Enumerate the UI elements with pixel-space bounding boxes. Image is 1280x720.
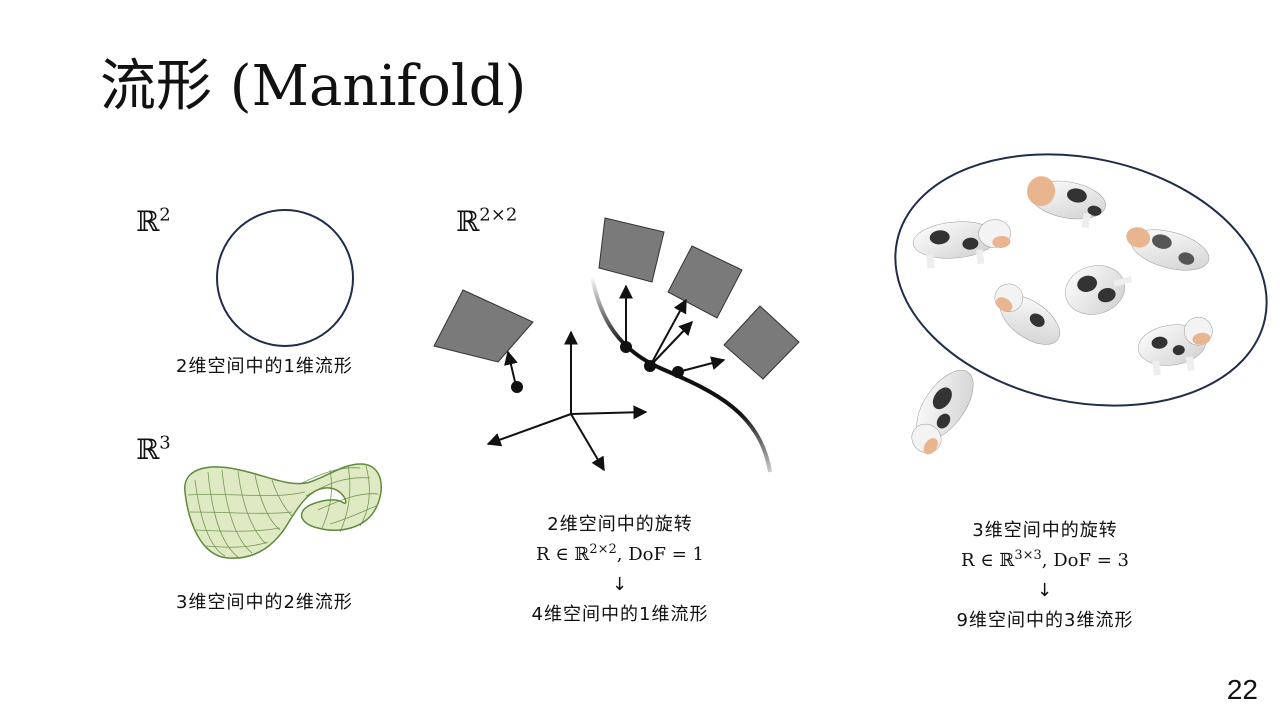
space-label-r2x2: ℝ2×2 xyxy=(456,204,518,238)
rotation-manifold-curve xyxy=(590,275,772,473)
caption-rotation-2d-line4: 4维空间中的1维流形 xyxy=(531,604,709,625)
cow-5 xyxy=(994,283,1060,345)
square-top-2 xyxy=(667,245,743,319)
space-label-r2: ℝ2 xyxy=(136,204,171,238)
caption-rotation-3d-line1: 3维空间中的旋转 xyxy=(972,520,1118,541)
cow-6 xyxy=(1137,316,1213,376)
cow-3 xyxy=(1126,227,1210,271)
caption-rotation-3d-line2: R ∈ ℝ3×3, DoF = 3 xyxy=(961,548,1129,571)
caption-rotation-3d-line4: 9维空间中的3维流形 xyxy=(956,610,1134,631)
point-left xyxy=(511,381,523,393)
arrow-square-left xyxy=(504,350,518,387)
arrow-tangent-4 xyxy=(677,356,726,373)
square-top-3 xyxy=(723,305,800,380)
space-label-r3: ℝ3 xyxy=(136,432,171,466)
circle-manifold xyxy=(216,209,354,347)
coordinate-axes xyxy=(486,330,648,472)
caption-rotation-2d: 2维空间中的旋转 R ∈ ℝ2×2, DoF = 1 ↓ 4维空间中的1维流形 xyxy=(480,510,760,630)
point-curve-2 xyxy=(644,360,656,372)
caption-rotation-3d: 3维空间中的旋转 R ∈ ℝ3×3, DoF = 3 ↓ 9维空间中的3维流形 xyxy=(900,516,1190,636)
arrow-tangent-3a xyxy=(649,298,687,367)
arrow-tangent-2 xyxy=(649,320,693,367)
page-number: 22 xyxy=(1226,674,1258,705)
point-curve-3 xyxy=(672,366,684,378)
slide-title: 流形 (Manifold) xyxy=(100,54,527,119)
square-top-1 xyxy=(598,217,665,283)
cow-outside xyxy=(911,370,974,455)
cow-1 xyxy=(912,219,1011,269)
caption-surface: 3维空间中的2维流形 xyxy=(176,592,353,613)
caption-circle: 2维空间中的1维流形 xyxy=(176,356,353,377)
square-left xyxy=(433,289,534,363)
down-arrow-2d: ↓ xyxy=(611,574,629,595)
rotation-manifold-ellipse xyxy=(894,153,1268,407)
caption-rotation-2d-line2: R ∈ ℝ2×2, DoF = 1 xyxy=(536,542,704,565)
point-curve-1 xyxy=(620,341,632,353)
cow-4 xyxy=(1065,265,1133,315)
down-arrow-3d: ↓ xyxy=(1036,580,1054,601)
caption-rotation-2d-line1: 2维空间中的旋转 xyxy=(547,514,693,535)
cow-2 xyxy=(1027,176,1106,228)
klein-bottle-surface xyxy=(184,463,383,559)
